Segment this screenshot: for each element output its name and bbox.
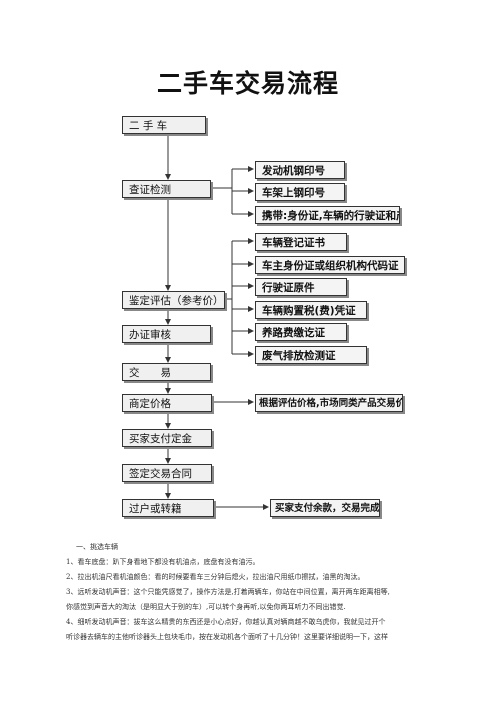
body-line: 3、远听发动机声音：这个只能凭感觉了，操作方法是,打着两辆车，你站在中间位置，离… xyxy=(66,588,390,596)
transfer-note: 买家支付余款，交易完成 xyxy=(270,499,380,517)
body-text: 一、挑选车辆 1、看车底盘：趴下身看地下都没有机油点，底盘有没有油污。 2、拉出… xyxy=(66,540,426,645)
page-title: 二手车交易流程 xyxy=(156,69,339,98)
appraise-item-road-fee: 养路费缴讫证 xyxy=(255,323,347,341)
body-line: 你感觉到声音大的淘汰（是明显大于别的车）,可以转个身再听,以免你两耳听力不同出错… xyxy=(66,603,346,611)
flow-connectors xyxy=(165,134,269,510)
step-license-review: 办证审核 xyxy=(122,325,211,343)
inspect-item-documents: 携带:身份证,车辆的行驶证和产证 xyxy=(255,206,400,224)
step-appraisal: 鉴定评估（参考价） xyxy=(122,291,225,309)
body-line: 4、细听发动机声音：拔车这么精贵的东西还是小心点好，你越认真对辆商越不敢乌虎你，… xyxy=(66,618,386,626)
inspect-item-engine-number: 发动机钢印号 xyxy=(255,161,345,179)
step-used-car: 二 手 车 xyxy=(122,116,206,134)
step-negotiate-price: 商定价格 xyxy=(122,394,212,412)
step-transfer: 过户或转籍 xyxy=(122,499,214,517)
body-line: 听诊器去辆车的主他听诊器头上包块毛巾，按在发动机各个面听了十几分钟！这里要详细说… xyxy=(66,633,388,641)
section-heading: 一、挑选车辆 xyxy=(76,543,118,551)
inspect-item-frame-number: 车架上钢印号 xyxy=(255,183,345,201)
step-pay-deposit: 买家支付定金 xyxy=(122,429,212,447)
price-note: 根据评估价格,市场同类产品交易价格 xyxy=(255,394,403,412)
step-transaction: 交 易 xyxy=(122,363,211,381)
body-line: 2、拉出机油尺看机油颜色：看的时候要看车三分钟后熄火，拉出油尺用纸巾擦拭，油黑的… xyxy=(66,573,365,581)
step-inspection: 查证检测 xyxy=(122,180,211,198)
appraise-item-emission: 废气排放检测证 xyxy=(255,346,367,364)
appraise-item-registration: 车辆登记证书 xyxy=(255,233,347,251)
appraise-item-owner-id: 车主身份证或组织机构代码证 xyxy=(255,256,405,274)
appraise-item-purchase-tax: 车辆购置税(费)凭证 xyxy=(255,301,367,319)
body-line: 1、看车底盘：趴下身看地下都没有机油点，底盘有没有油污。 xyxy=(66,558,260,566)
appraise-item-driving-license: 行驶证原件 xyxy=(255,278,347,296)
step-sign-contract: 签定交易合同 xyxy=(122,464,212,482)
